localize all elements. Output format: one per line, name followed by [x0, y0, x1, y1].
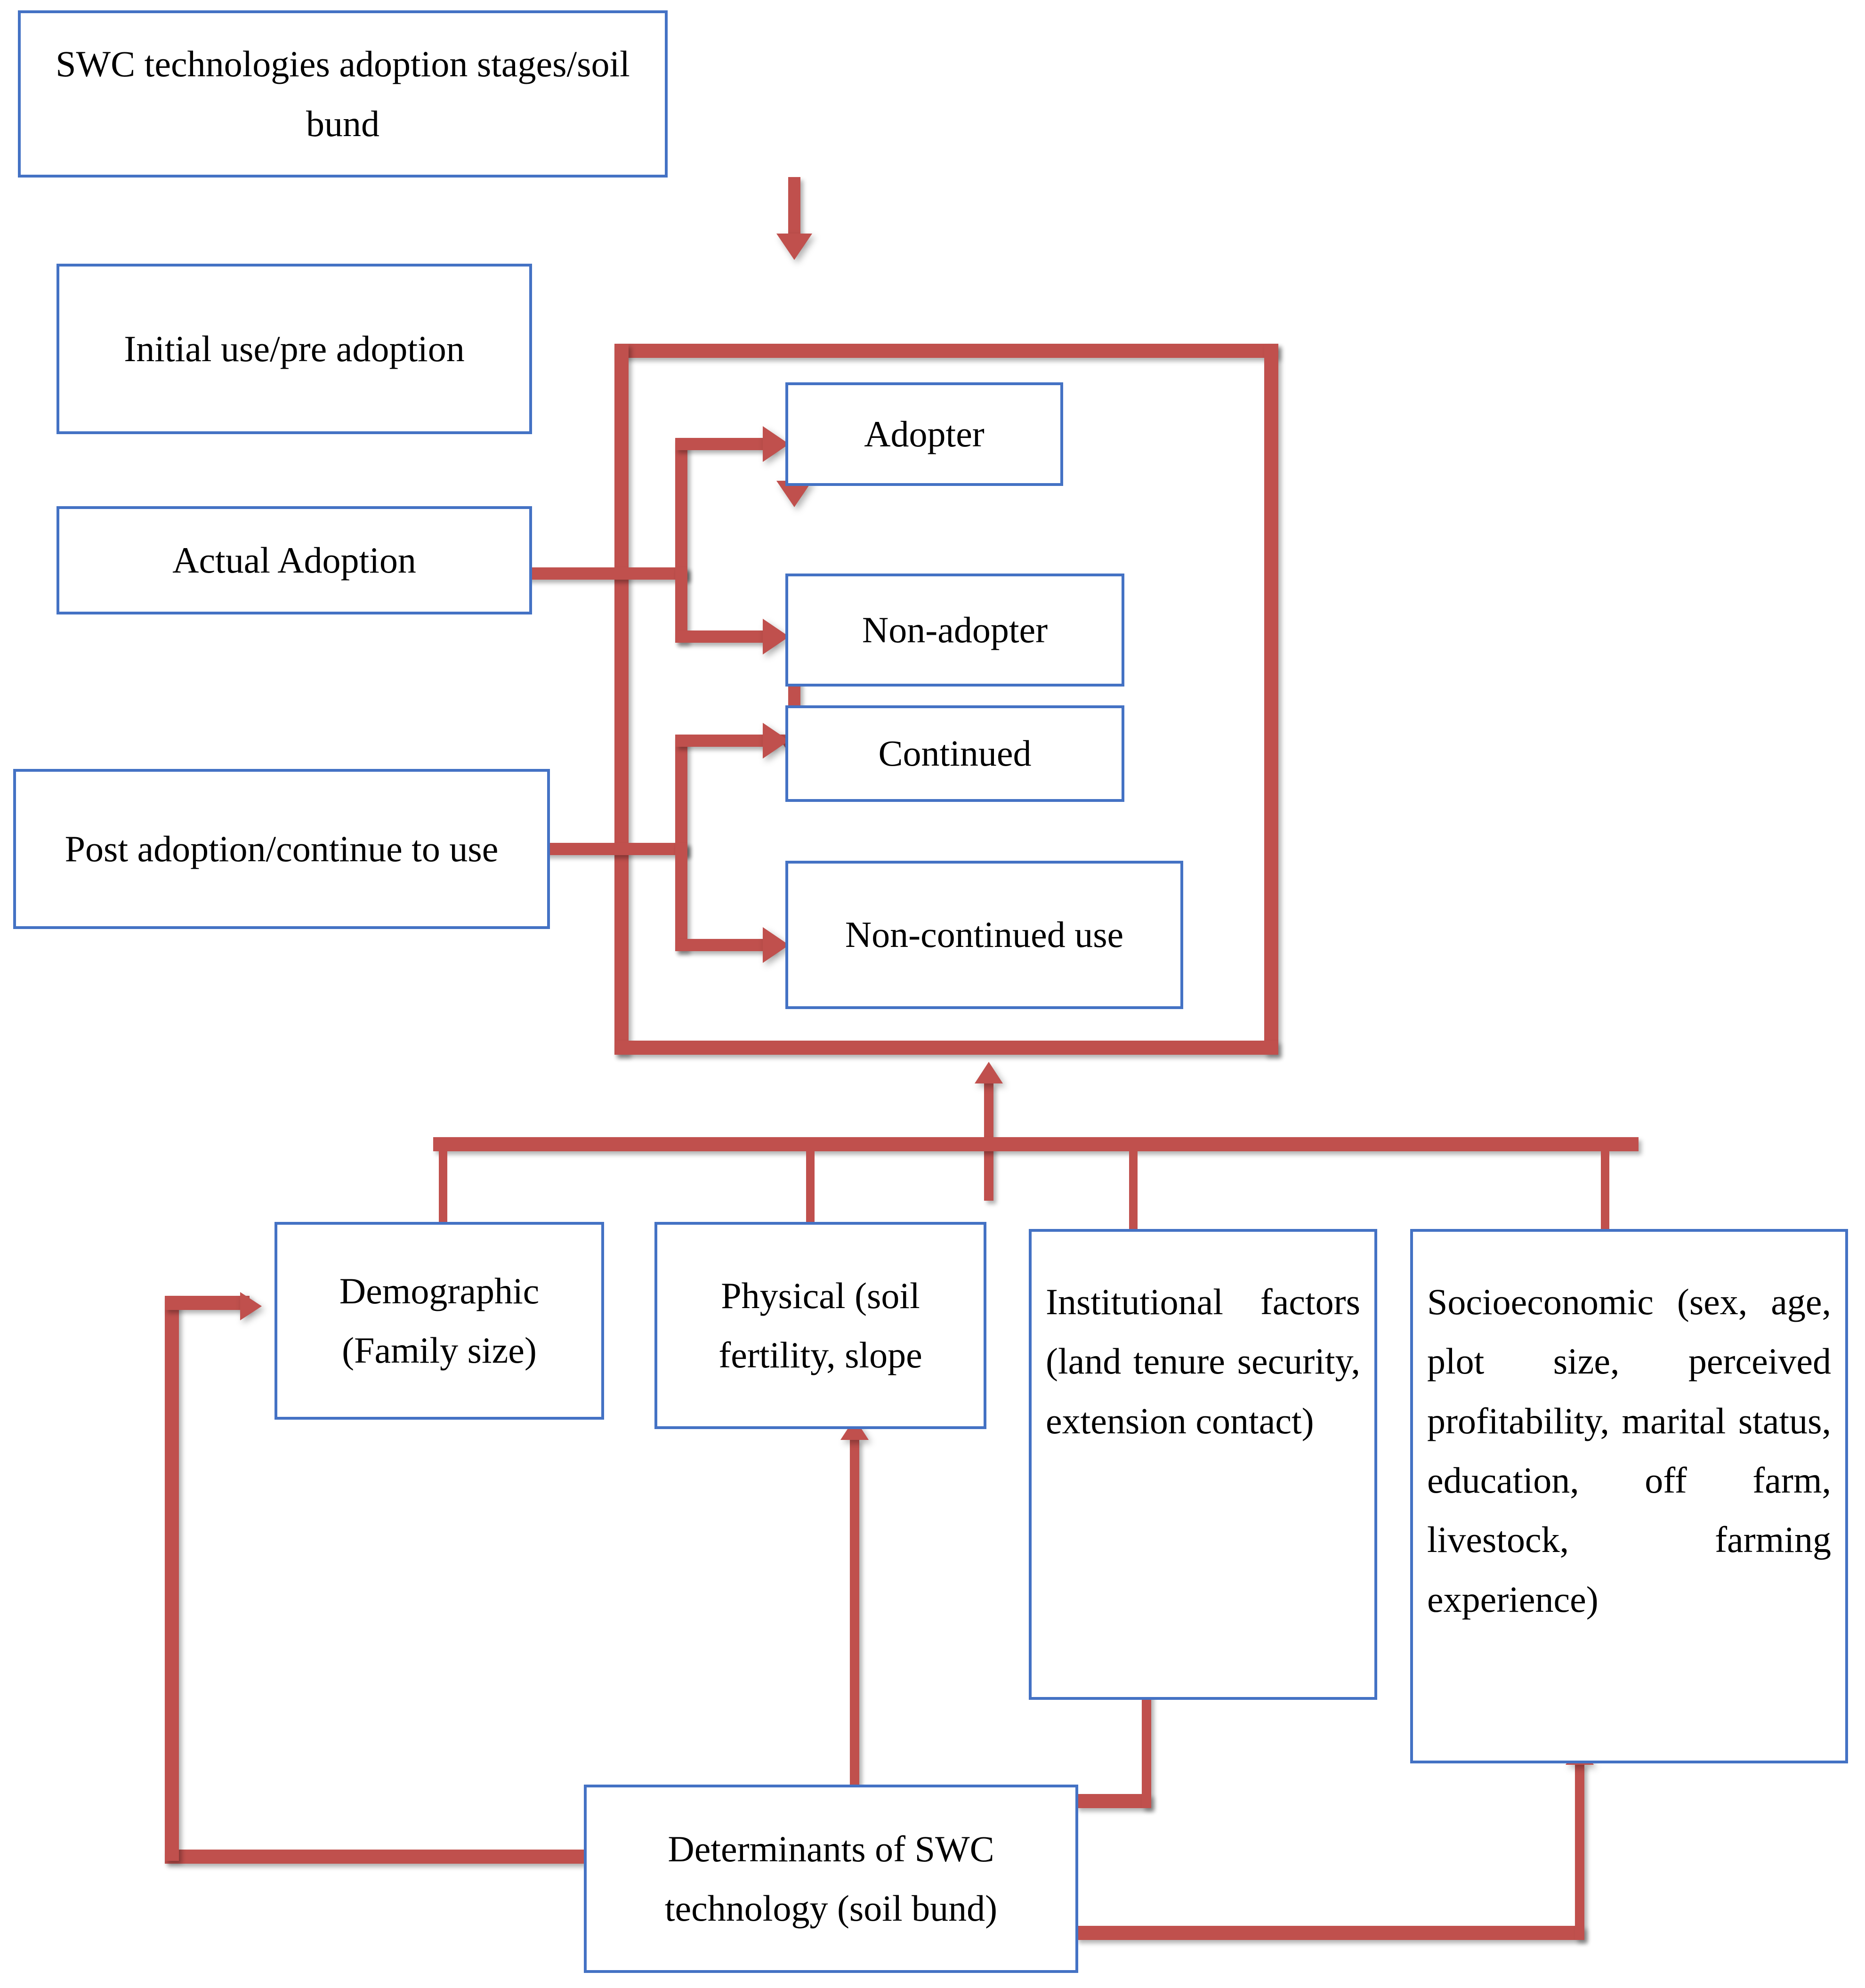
connector-det-to-institutional-run	[1076, 1794, 1151, 1808]
node-non-continued-use-label: Non-continued use	[845, 914, 1124, 955]
connector-continued-run	[675, 735, 774, 747]
connector-drop-demographic	[439, 1137, 447, 1224]
arrow-to-non-adopter	[763, 619, 789, 655]
connector-det-to-demographic-top-run	[165, 1296, 250, 1310]
node-non-adopter[interactable]: Non-adopter	[785, 574, 1124, 687]
connector-adopter-run	[675, 438, 774, 450]
node-actual-adoption[interactable]: Actual Adoption	[57, 506, 532, 614]
connector-nonadopter-run	[675, 630, 774, 643]
node-continued-label: Continued	[878, 733, 1032, 774]
connector-noncontinued-riser	[675, 843, 687, 951]
outcome-frame-top-edge	[614, 344, 1278, 358]
connector-det-to-demographic-riser	[165, 1296, 179, 1861]
connector-factors-distribution-bar	[433, 1137, 1639, 1151]
node-factor-physical[interactable]: Physical (soil fertility, slope	[654, 1222, 986, 1429]
node-initial-use-pre-adoption-label: Initial use/pre adoption	[124, 328, 465, 369]
connector-det-to-socioeconomic-riser	[1575, 1763, 1584, 1940]
node-factor-institutional-label: Institutional factors (land tenure secur…	[1046, 1281, 1360, 1441]
connector-drop-physical	[806, 1137, 815, 1224]
node-adopter-label: Adopter	[864, 413, 985, 454]
node-determinants-of-swc-technology-label: Determinants of SWC technology (soil bun…	[664, 1828, 998, 1929]
node-factor-physical-label: Physical (soil fertility, slope	[719, 1275, 922, 1375]
arrow-to-adopter	[763, 426, 789, 462]
connector-post-branch-trunk	[532, 843, 687, 855]
node-determinants-of-swc-technology[interactable]: Determinants of SWC technology (soil bun…	[584, 1785, 1078, 1973]
outcome-frame-bottom-edge	[614, 1041, 1278, 1055]
node-swc-adoption-stages[interactable]: SWC technologies adoption stages/soil bu…	[18, 10, 668, 178]
outcome-frame-right-edge	[1264, 344, 1278, 1055]
connector-det-to-socioeconomic-run	[1076, 1926, 1584, 1940]
node-swc-adoption-stages-label: SWC technologies adoption stages/soil bu…	[56, 43, 630, 144]
arrow-root-to-initial	[776, 234, 812, 260]
node-post-adoption-continue-to-use-label: Post adoption/continue to use	[65, 828, 499, 869]
node-factor-institutional[interactable]: Institutional factors (land tenure secur…	[1029, 1229, 1377, 1700]
node-non-continued-use[interactable]: Non-continued use	[785, 861, 1183, 1009]
connector-drop-institutional	[1129, 1137, 1138, 1231]
node-continued[interactable]: Continued	[785, 705, 1124, 802]
arrow-factors-to-outcomes	[975, 1062, 1003, 1083]
node-factor-socioeconomic[interactable]: Socioeconomic (sex, age, plot size, perc…	[1410, 1229, 1848, 1763]
node-factor-demographic-label: Demographic (Family size)	[339, 1270, 540, 1371]
node-factor-demographic[interactable]: Demographic (Family size)	[275, 1222, 604, 1420]
connector-root-to-initial-stem	[788, 177, 800, 243]
connector-adopter-riser	[675, 438, 687, 579]
connector-noncontinued-run	[675, 939, 774, 951]
connector-det-to-physical-stem	[850, 1438, 859, 1787]
node-initial-use-pre-adoption[interactable]: Initial use/pre adoption	[57, 264, 532, 434]
node-non-adopter-label: Non-adopter	[862, 609, 1048, 650]
node-actual-adoption-label: Actual Adoption	[172, 539, 416, 581]
arrow-to-continued	[763, 723, 789, 759]
outcome-frame-left-edge	[614, 344, 629, 1055]
node-factor-socioeconomic-label: Socioeconomic (sex, age, plot size, perc…	[1427, 1281, 1831, 1620]
node-post-adoption-continue-to-use[interactable]: Post adoption/continue to use	[13, 769, 550, 929]
connector-nonadopter-riser	[675, 567, 687, 643]
connector-actual-branch-trunk	[511, 567, 687, 580]
connector-continued-riser	[675, 735, 687, 855]
connector-drop-socioeconomic	[1601, 1137, 1609, 1231]
arrow-to-non-continued	[763, 927, 789, 963]
node-adopter[interactable]: Adopter	[785, 382, 1063, 486]
connector-det-to-demographic-bottom-run	[165, 1850, 584, 1864]
arrow-to-demographic	[240, 1292, 262, 1320]
